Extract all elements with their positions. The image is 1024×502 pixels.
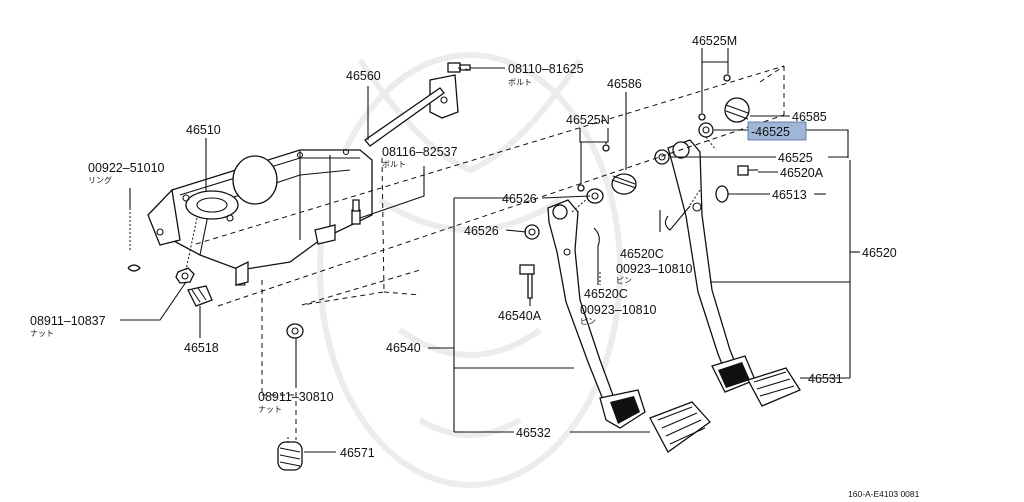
label-46525-highlighted[interactable]: -46525 <box>751 125 790 139</box>
part-labels: 46560 08110–81625 ボルト 46586 46525M 46585… <box>30 34 920 499</box>
leader-lines <box>120 48 860 453</box>
label-46510: 46510 <box>186 123 221 137</box>
assembly-lines <box>129 65 785 445</box>
label-08911-10837-sub: ナット <box>30 329 54 338</box>
label-08911-10837: 08911–10837 <box>30 314 106 328</box>
label-46540A: 46540A <box>498 309 542 323</box>
clip-46525N <box>577 144 610 192</box>
label-08911-30810-sub: ナット <box>258 405 282 414</box>
label-00922: 00922–51010 <box>88 161 165 175</box>
clip-46525M <box>698 74 731 121</box>
watermark-emblem <box>317 52 623 488</box>
bolt-46520A <box>737 165 758 176</box>
footer-code: 160-A-E4103 0081 <box>848 489 920 499</box>
label-46526-b: 46526 <box>464 224 499 238</box>
label-46531: 46531 <box>808 372 843 386</box>
label-08110: 08110–81625 <box>508 62 584 76</box>
label-46513: 46513 <box>772 188 807 202</box>
pedal-46520 <box>667 139 756 393</box>
label-00922-sub: リング <box>88 175 112 185</box>
label-46560: 46560 <box>346 69 381 83</box>
label-08116-sub: ボルト <box>382 160 406 169</box>
shaft-46560 <box>364 87 445 147</box>
spring-46571 <box>277 441 303 471</box>
label-46520: 46520 <box>862 246 897 260</box>
label-46540: 46540 <box>386 341 421 355</box>
pin-46520C-a <box>593 227 600 268</box>
label-08110-sub: ボルト <box>508 78 532 87</box>
label-00923-b: 00923–10810 <box>580 303 657 317</box>
label-00923-a: 00923–10810 <box>616 262 693 276</box>
label-46532: 46532 <box>516 426 551 440</box>
label-46525M: 46525M <box>692 34 737 48</box>
label-46520C-a: 46520C <box>620 247 664 261</box>
bushing-46513 <box>715 185 729 203</box>
pad-46531 <box>747 367 801 407</box>
label-46520C-b: 46520C <box>584 287 628 301</box>
label-46586: 46586 <box>607 77 642 91</box>
pedal-bracket-46510 <box>147 148 373 286</box>
label-08116: 08116–82537 <box>382 145 458 159</box>
label-08911-30810: 08911–30810 <box>258 390 334 404</box>
label-46585: 46585 <box>792 110 827 124</box>
plate-46560 <box>429 74 459 119</box>
bushing-46526-b <box>524 224 540 240</box>
label-46520A: 46520A <box>780 166 824 180</box>
bushing-46525-right <box>698 122 714 138</box>
pedal-46540 <box>547 199 646 429</box>
stopper-46518 <box>187 285 213 307</box>
highlighted-part-box[interactable] <box>747 121 807 141</box>
label-46526-a: 46526 <box>502 192 537 206</box>
label-00923-a-sub: ピン <box>616 276 632 285</box>
nut-08911-a <box>175 267 195 284</box>
spring-46586 <box>611 173 637 195</box>
nut-08911-b <box>286 323 304 339</box>
label-46571: 46571 <box>340 446 375 460</box>
pad-46532 <box>649 401 711 453</box>
label-46518: 46518 <box>184 341 219 355</box>
bolt-46540A <box>519 264 535 299</box>
bolt-08116 <box>351 199 361 225</box>
label-46525N: 46525N <box>566 113 610 127</box>
ring-00922 <box>127 264 141 272</box>
bolt-08110 <box>447 62 471 73</box>
pin-46520C-b <box>664 205 691 231</box>
label-46525: 46525 <box>778 151 813 165</box>
label-00923-b-sub: ピン <box>580 317 596 326</box>
spring-46585 <box>724 97 750 123</box>
bushing-46525-left <box>654 149 670 165</box>
